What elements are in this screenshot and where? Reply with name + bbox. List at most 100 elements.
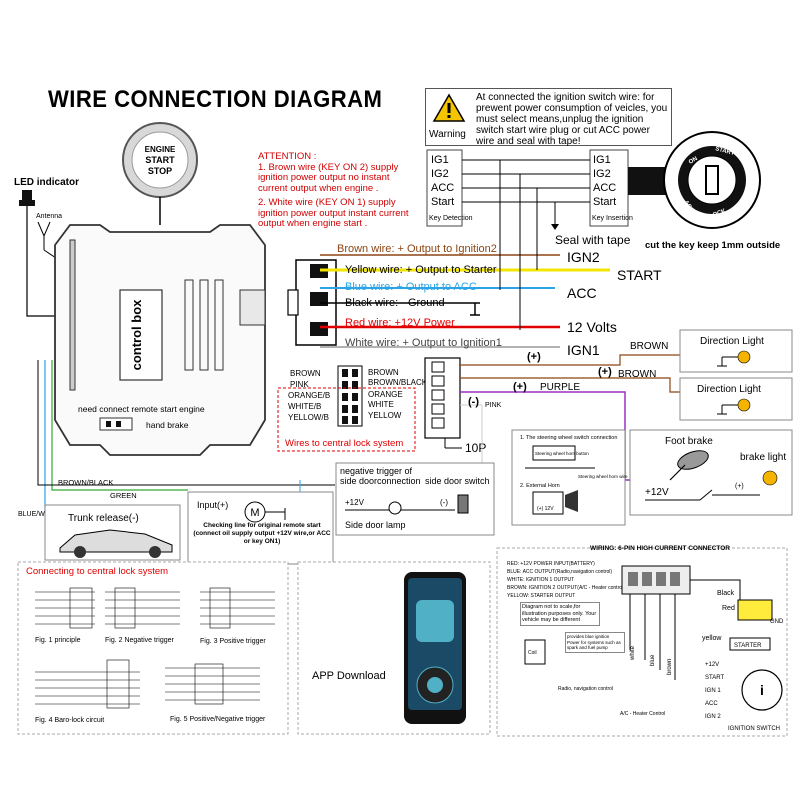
term-3: IGN 1 — [705, 688, 721, 694]
door-switch-icon — [457, 494, 469, 514]
plus-1: (+) — [527, 351, 541, 363]
attention-item-1: 1. Brown wire (KEY ON 2) supply ignition… — [258, 161, 399, 194]
phone-image — [404, 572, 466, 724]
minus-pink: (-) — [468, 396, 479, 408]
cl-left-4: WHITE/B — [288, 402, 321, 411]
ign1-output: IGN1 — [567, 342, 600, 358]
led-indicator-label: LED indicator — [14, 177, 79, 188]
legend-4: BROWN: IGNITION 2 OUTPUT(A/C - Heater co… — [507, 585, 625, 591]
fig-1-sketch — [35, 587, 95, 629]
black-label: Black — [717, 590, 735, 597]
door-12v: +12V — [345, 498, 365, 507]
black-wire-label: Black wire: - Ground — [345, 297, 445, 309]
steering-title: 1. The steering wheel switch connection — [520, 435, 617, 441]
ac-label: A/C - Heater Control — [620, 711, 665, 717]
connector-10p-label: 10P — [465, 441, 486, 455]
bulb-icon — [737, 398, 751, 412]
cl-right-5: YELLOW — [368, 411, 402, 420]
yellow-label: yellow — [702, 635, 722, 642]
connector-10p — [424, 357, 461, 439]
coil-note: provides blue ignition Power for systems… — [565, 632, 625, 653]
brake-pedal-icon — [677, 450, 709, 470]
cut-key-note: cut the key keep 1mm outside — [645, 240, 780, 251]
horn-volt-label: (+) 12V — [537, 506, 554, 512]
attention-heading: ATTENTION : — [258, 151, 317, 162]
starter-label: STARTER — [734, 643, 762, 649]
ki-caption: Key Insertion — [592, 215, 633, 222]
steering-box-text: Steering wheel horn button — [535, 451, 589, 456]
warning-icon — [432, 93, 466, 122]
bulb-icon — [737, 350, 751, 364]
brake-bulb-icon — [762, 470, 778, 486]
foot-brake-label: Foot brake — [665, 436, 713, 447]
legend-5: YELLOW: STARTER OUTPUT — [507, 593, 575, 599]
direction-light-box-2: Direction Light — [679, 377, 793, 421]
app-download-label: APP Download — [312, 670, 386, 682]
yellow-wire-label: Yellow wire: + Output to Starter — [345, 264, 497, 276]
blue-white-label: BLUE/WHITE — [18, 511, 61, 518]
key-detection-box: IG1 IG2 ACC Start Key Detection — [426, 149, 473, 227]
cl-left-5: YELLOW/B — [288, 413, 329, 422]
wiring-note: Diagram not to scale,for illustration pu… — [520, 602, 600, 626]
horn-icon — [565, 490, 578, 512]
ignition-key-cylinder: ON START LOCK ACC — [628, 131, 761, 229]
ignition-switch-icon — [741, 669, 783, 711]
fig-3-sketch — [200, 587, 275, 629]
purple-label: PURPLE — [540, 382, 580, 393]
warning-label: Warning — [429, 129, 466, 140]
kd-caption: Key Detection — [429, 215, 473, 222]
central-lock-caption: Wires to central lock system — [285, 438, 403, 449]
kd-row-2: IG2 — [431, 168, 449, 180]
brown-wire-label: Brown wire: + Output to Ignition2 — [337, 243, 497, 255]
blue-label: blue — [650, 654, 656, 666]
door-switch-box: negative trigger of side doorconnection … — [335, 462, 495, 536]
fig-3-caption: Fig. 3 Positive trigger — [200, 638, 266, 645]
legend-2: BLUE: ACC OUTPUT(Radio,navigation contro… — [507, 569, 612, 575]
hand-brake-label: hand brake — [146, 420, 189, 430]
legend-3: WHITE: IGNITION 1 OUTPUT — [507, 577, 574, 583]
white-wire-label: White wire: + Output to Ignition1 — [345, 337, 502, 349]
brake-plus: (+) — [735, 483, 744, 490]
pink-label: PINK — [485, 402, 502, 409]
motor-label: M — [250, 507, 259, 519]
plus-2: (+) — [598, 366, 612, 378]
cl-right-2: BROWN/BLACK — [368, 378, 428, 387]
cylinder-on: ON — [688, 156, 699, 166]
term-5: IGN 2 — [705, 714, 721, 720]
cylinder-lock: LOCK — [709, 208, 728, 220]
cl-left-3: ORANGE/B — [288, 391, 330, 400]
ki-row-1: IG1 — [593, 154, 611, 166]
ign2-output: IGN2 — [567, 249, 600, 265]
central-lock-panel — [17, 561, 289, 735]
ignition-switch-glyph: i — [760, 682, 764, 698]
brake-light-label: brake light — [740, 452, 786, 463]
start-output: START — [617, 267, 662, 283]
brown-label: brown — [667, 659, 673, 675]
door-lamp-label: Side door lamp — [345, 520, 406, 530]
input-label: Input(+) — [197, 500, 228, 510]
attention-item-2: 2. White wire (KEY ON 1) supply ignition… — [258, 197, 409, 229]
brake-12v: +12V — [645, 487, 669, 498]
page-title: WIRE CONNECTION DIAGRAM — [48, 86, 383, 113]
fig-4-sketch — [35, 659, 140, 709]
central-lock-connector — [337, 365, 363, 427]
brown-black-label: BROWN/BLACK — [58, 478, 113, 487]
gnd-label: GND — [770, 619, 784, 625]
kd-row-3: ACC — [431, 182, 454, 194]
door-minus: (-) — [440, 498, 448, 507]
brown-label-2: BROWN — [618, 369, 656, 380]
central-lock-panel-title: Connecting to central lock system — [26, 566, 168, 577]
engine-start-button: ENGINE START STOP — [122, 122, 198, 198]
checking-line-box: Input(+) M Checking line for original re… — [187, 491, 334, 565]
red-wire-label: Red wire: +12V Power — [345, 317, 455, 329]
attention-notes: ATTENTION : 1. Brown wire (KEY ON 2) sup… — [258, 151, 418, 230]
seal-tape-label: Seal with tape — [555, 233, 631, 247]
fig-5-sketch — [165, 663, 260, 705]
radio-label: Radio, navigation control — [558, 686, 613, 692]
led-indicator-icon — [19, 190, 35, 206]
red-label: Red — [722, 605, 735, 612]
engine-label: ENGINE — [145, 145, 176, 154]
white-label: white — [630, 645, 636, 661]
trunk-label: Trunk release(-) — [68, 513, 139, 524]
